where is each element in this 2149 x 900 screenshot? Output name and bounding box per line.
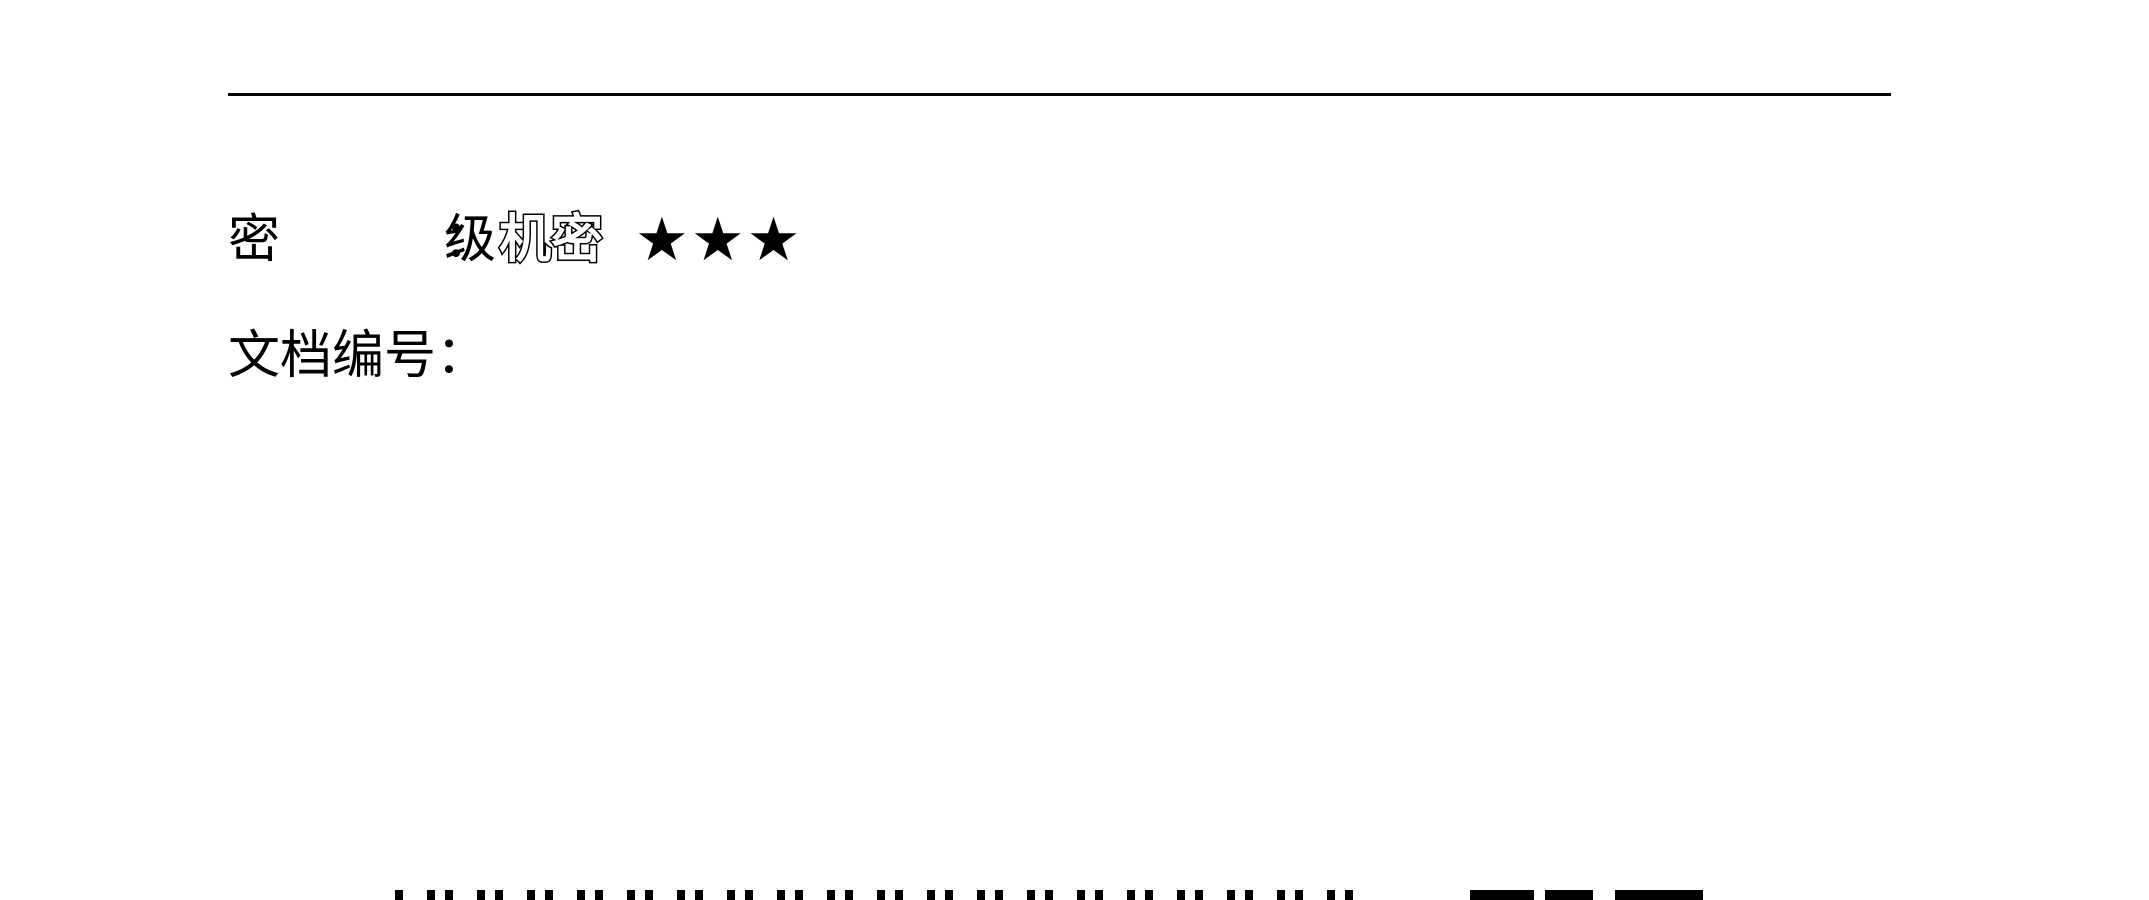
- secrecy-stars: ★★★: [635, 205, 803, 275]
- secrecy-level-label: 密 级: [228, 210, 553, 270]
- cropped-title-fragment: [395, 890, 1705, 900]
- document-number-colon: ：: [436, 326, 489, 386]
- cropped-title-glyph-tops: [395, 890, 1377, 900]
- document-number-label: 文档编号: [228, 326, 437, 386]
- document-number-row: 文档编号 ：: [228, 330, 492, 382]
- header-rule: [228, 93, 1891, 96]
- secrecy-level-value: 机密: [498, 210, 605, 270]
- secrecy-level-row: 密 级 ： 机密 ★★★: [228, 210, 802, 270]
- secrecy-level-colon: ：: [443, 210, 496, 270]
